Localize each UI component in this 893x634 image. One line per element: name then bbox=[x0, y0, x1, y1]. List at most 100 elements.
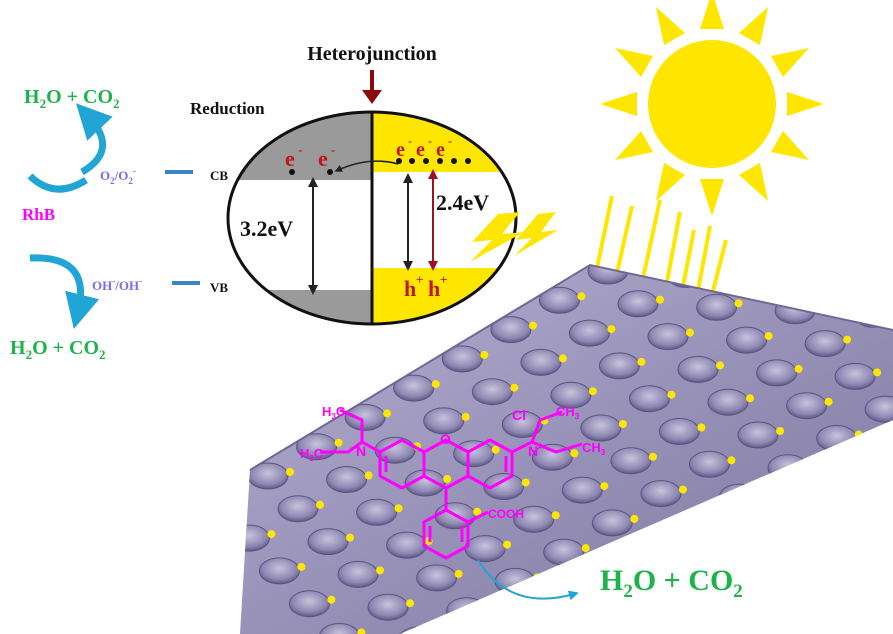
product-bottom-left: H2O + CO2 bbox=[10, 337, 106, 362]
pore bbox=[871, 265, 893, 266]
pore bbox=[314, 371, 356, 399]
pore bbox=[808, 582, 850, 609]
particle bbox=[618, 420, 627, 428]
particle bbox=[836, 492, 844, 501]
sun-ray bbox=[656, 7, 685, 46]
ch3-right: CH3 bbox=[582, 440, 606, 457]
oxygen-bridge: O bbox=[440, 431, 451, 447]
sun-ray bbox=[787, 91, 824, 117]
sun-ray bbox=[770, 131, 809, 160]
electron-transfer-arrow bbox=[334, 160, 399, 172]
pore bbox=[453, 440, 495, 468]
sun bbox=[600, 0, 824, 216]
pore bbox=[344, 403, 386, 431]
pore bbox=[591, 509, 633, 537]
o2-couple-label: O2/O2- bbox=[100, 166, 136, 186]
oh-couple-label: OH-/OH- bbox=[92, 276, 142, 293]
particle bbox=[757, 489, 766, 498]
particle bbox=[256, 435, 264, 444]
svg-text:-: - bbox=[428, 134, 432, 148]
particle bbox=[656, 295, 664, 304]
right-amine-arm bbox=[511, 440, 583, 454]
pore bbox=[326, 466, 368, 493]
pore bbox=[857, 552, 893, 580]
svg-text:-: - bbox=[448, 134, 452, 148]
particle bbox=[547, 265, 556, 268]
svg-text:h: h bbox=[404, 276, 416, 301]
particle bbox=[660, 547, 669, 556]
particle bbox=[364, 471, 373, 480]
particle bbox=[843, 335, 852, 344]
vb-label: VB bbox=[210, 280, 228, 295]
pore bbox=[568, 319, 610, 347]
particle bbox=[787, 521, 796, 530]
particle bbox=[431, 380, 440, 389]
pore bbox=[266, 400, 308, 428]
product-top-left: H2O + CO2 bbox=[24, 86, 120, 111]
particle bbox=[704, 266, 713, 275]
particle bbox=[473, 507, 482, 516]
sun-disc bbox=[648, 40, 776, 168]
pore bbox=[441, 345, 483, 373]
pore bbox=[647, 323, 689, 351]
particle bbox=[873, 368, 882, 377]
pore bbox=[580, 414, 622, 442]
pore bbox=[277, 495, 319, 523]
particle bbox=[327, 595, 336, 604]
ch3-top-left: H3C bbox=[322, 404, 346, 421]
pore bbox=[864, 395, 893, 423]
particle bbox=[503, 540, 512, 549]
sun-rays bbox=[600, 0, 824, 216]
pore bbox=[760, 611, 802, 634]
pore bbox=[640, 480, 682, 508]
nitrogen-left: N bbox=[356, 443, 366, 459]
pore bbox=[508, 265, 550, 281]
molecule-labels: H3C H3C N O Cl- N+ CH3 CH3 COOH bbox=[300, 404, 606, 521]
svg-text:e: e bbox=[416, 139, 425, 161]
sun-ray bbox=[699, 179, 725, 216]
pore bbox=[471, 378, 513, 406]
heterojunction-arrow-head bbox=[362, 90, 382, 104]
pore bbox=[737, 421, 779, 449]
pore bbox=[367, 593, 409, 621]
sun-ray bbox=[699, 0, 725, 29]
right-amine-arm-top bbox=[530, 410, 563, 443]
pore bbox=[490, 316, 532, 344]
particle bbox=[521, 478, 530, 487]
particle bbox=[353, 376, 362, 385]
particle bbox=[498, 288, 507, 297]
redox-cycle bbox=[27, 103, 113, 329]
svg-text:-: - bbox=[298, 142, 302, 157]
particle bbox=[357, 628, 366, 634]
rhb-label: RhB bbox=[22, 205, 55, 224]
particle bbox=[861, 273, 870, 282]
carboxyl-bond bbox=[467, 510, 489, 524]
particle bbox=[813, 302, 822, 311]
particle bbox=[316, 500, 324, 509]
particle bbox=[854, 430, 863, 439]
particle bbox=[824, 397, 833, 406]
svg-text:-: - bbox=[331, 142, 335, 157]
cycle-arrow-bottom bbox=[29, 254, 100, 329]
left-electrons: e - e - bbox=[285, 142, 335, 171]
pore bbox=[670, 512, 712, 540]
sun-ray bbox=[770, 48, 809, 77]
particle bbox=[734, 299, 743, 308]
particle bbox=[783, 270, 792, 278]
pore bbox=[816, 425, 858, 452]
sun-ray bbox=[615, 131, 654, 160]
pore bbox=[748, 516, 790, 544]
right-gap-label: 2.4eV bbox=[436, 190, 489, 215]
particle bbox=[727, 456, 736, 465]
particle bbox=[334, 438, 343, 447]
particle bbox=[716, 361, 724, 370]
particle bbox=[406, 599, 414, 608]
pore bbox=[543, 538, 585, 566]
right-electrons: e - e - e - bbox=[396, 134, 452, 161]
particle bbox=[817, 554, 826, 563]
particle bbox=[454, 569, 463, 578]
electron-dots bbox=[289, 158, 471, 175]
particle bbox=[510, 383, 519, 392]
pore bbox=[823, 268, 865, 295]
ch3-top-right: CH3 bbox=[556, 404, 580, 421]
